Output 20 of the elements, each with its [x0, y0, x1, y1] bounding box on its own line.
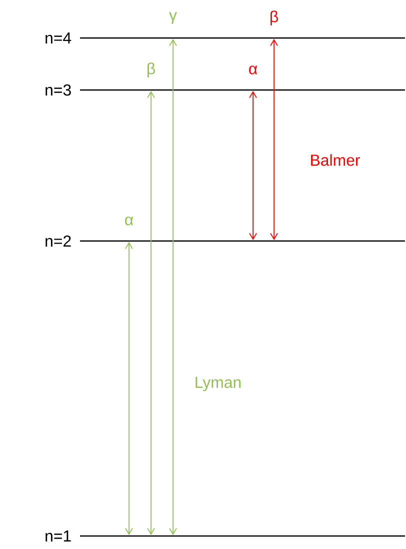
level-label: n=4 — [46, 32, 72, 44]
transition-arrow — [169, 38, 177, 536]
energy-level-line — [80, 240, 405, 242]
transition-arrow — [147, 90, 155, 536]
series-label: Balmer — [311, 154, 360, 166]
edge-label: γ — [169, 12, 177, 24]
energy-level-line — [80, 535, 405, 537]
level-label: n=3 — [46, 84, 71, 96]
transition-arrow — [125, 242, 133, 536]
edge-label: α — [125, 216, 134, 226]
energy-level-line — [80, 89, 405, 91]
transition-arrow — [270, 38, 278, 240]
level-label: n=1 — [46, 530, 71, 542]
edge-label: β — [270, 10, 278, 26]
transition-arrow — [249, 90, 257, 240]
level-label: n=2 — [46, 235, 71, 247]
series-label: Lyman — [196, 376, 241, 392]
edge-label: β — [148, 62, 155, 78]
edge-label: α — [249, 66, 258, 74]
energy-level-line — [80, 37, 405, 39]
